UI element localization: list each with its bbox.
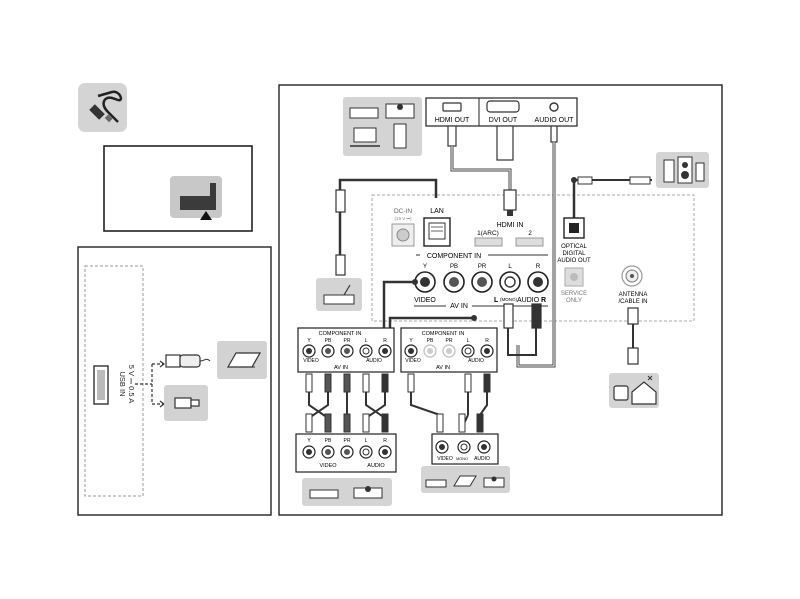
hdmi-in-port2-label: 2 bbox=[528, 230, 532, 237]
right-jack-label-pr: PR bbox=[446, 338, 453, 344]
right-jack-label-pb: PB bbox=[427, 338, 434, 344]
jack-label-r: R bbox=[536, 264, 541, 270]
hdmi-cable bbox=[447, 125, 517, 216]
left-jack-label-y: Y bbox=[307, 338, 311, 344]
left-dev-jack-label-pb: PB bbox=[325, 438, 332, 444]
left-adapter: COMPONENT IN Y PB PR L R VIDEO AUDIO AV … bbox=[295, 327, 397, 473]
optical-label-3: AUDIO OUT bbox=[557, 258, 591, 264]
antenna-label-1: ANTENNA bbox=[619, 292, 648, 298]
router-icon bbox=[316, 278, 362, 311]
hdmi-in-label: HDMI IN bbox=[497, 222, 524, 229]
right-jack-label-y: Y bbox=[409, 338, 413, 344]
right-dev-mono-label: MONO bbox=[456, 457, 468, 461]
lan-label: LAN bbox=[430, 208, 444, 215]
right-dev-audio-label: AUDIO bbox=[474, 456, 490, 462]
left-jack-label-pr: PR bbox=[344, 338, 351, 344]
usb-in-label: USB IN bbox=[118, 371, 127, 396]
audio-in-plugs bbox=[503, 303, 542, 356]
hdmi-out-label: HDMI OUT bbox=[435, 117, 470, 124]
dvd-player-icon bbox=[302, 478, 392, 506]
dvi-out-label: DVI OUT bbox=[489, 117, 518, 124]
hdmi-in-port1-label: 1(ARC) bbox=[477, 230, 499, 237]
optical-label-1: OPTICAL bbox=[561, 244, 587, 250]
optical-label-2: DIGITAL bbox=[563, 251, 587, 257]
left-dev-video-label: VIDEO bbox=[319, 463, 337, 469]
audio-jack-l bbox=[499, 271, 521, 293]
audio-jack-r bbox=[527, 271, 549, 293]
dc-in-label: DC-IN bbox=[394, 208, 412, 215]
component-cables bbox=[382, 279, 477, 330]
audio-out-label: AUDIO OUT bbox=[535, 117, 575, 124]
component-jack-pb bbox=[443, 271, 465, 293]
pc-icon bbox=[343, 97, 422, 156]
left-component-label: COMPONENT IN bbox=[319, 331, 362, 337]
audio-l-label: L bbox=[494, 297, 499, 304]
usb-flash-drive-icon bbox=[164, 385, 208, 421]
left-dev-jack-label-l: L bbox=[365, 438, 368, 444]
component-in-label: COMPONENT IN bbox=[427, 253, 481, 260]
audio-mono-label: (MONO) bbox=[500, 297, 517, 302]
antenna-label-2: /CABLE IN bbox=[618, 299, 647, 305]
antenna-cable bbox=[627, 307, 639, 365]
optical-cable bbox=[571, 176, 652, 218]
left-video-label: VIDEO bbox=[303, 358, 319, 364]
camcorder-icon bbox=[421, 466, 510, 493]
usb-port-icon bbox=[93, 365, 109, 405]
right-adapter: COMPONENT IN Y PB PR L R VIDEO AUDIO AV … bbox=[400, 327, 499, 465]
left-dev-jack-label-y: Y bbox=[307, 438, 311, 444]
left-jack-label-l: L bbox=[365, 338, 368, 344]
right-dev-video-label: VIDEO bbox=[437, 456, 453, 462]
audio-r-label: R bbox=[541, 297, 546, 304]
right-component-label: COMPONENT IN bbox=[422, 331, 465, 337]
jack-label-l: L bbox=[508, 264, 512, 270]
speaker-icon bbox=[656, 152, 709, 188]
usb-panel: USB IN 5 V ⎓ 0.5 A bbox=[77, 246, 272, 516]
av-in-label: AV IN bbox=[450, 303, 468, 310]
dc-in-sub-label: (19 V ⎓) bbox=[394, 216, 412, 221]
service-label-2: ONLY bbox=[566, 298, 582, 304]
tv-position-box bbox=[103, 145, 253, 232]
hard-drive-icon bbox=[217, 341, 267, 379]
right-video-label: VIDEO bbox=[405, 358, 421, 364]
right-jack-label-l: L bbox=[467, 338, 470, 344]
lan-cable bbox=[335, 178, 438, 276]
left-jack-label-pb: PB bbox=[325, 338, 332, 344]
jack-label-pb: PB bbox=[450, 264, 458, 270]
left-dev-jack-label-r: R bbox=[383, 438, 387, 444]
component-jack-y bbox=[414, 271, 436, 293]
house-antenna-icon bbox=[609, 373, 659, 408]
left-av-in-label: AV IN bbox=[334, 365, 348, 371]
source-device-outputs: HDMI OUT DVI OUT AUDIO OUT bbox=[425, 97, 578, 127]
left-dev-audio-label: AUDIO bbox=[367, 463, 385, 469]
audio-label: AUDIO bbox=[517, 297, 540, 304]
right-av-in-label: AV IN bbox=[436, 365, 450, 371]
service-label-1: SERVICE bbox=[561, 291, 587, 297]
video-label: VIDEO bbox=[414, 297, 436, 304]
right-audio-label: AUDIO bbox=[468, 358, 484, 364]
left-jack-label-r: R bbox=[383, 338, 387, 344]
jack-label-y: Y bbox=[423, 264, 427, 270]
jack-label-pr: PR bbox=[478, 264, 487, 270]
left-dev-jack-label-pr: PR bbox=[344, 438, 351, 444]
cable-icon bbox=[78, 83, 127, 132]
tv-back-panel bbox=[371, 194, 695, 322]
usb-power-label: 5 V ⎓ 0.5 A bbox=[127, 365, 136, 404]
component-jack-pr bbox=[471, 271, 493, 293]
usb-device-icon bbox=[165, 354, 211, 368]
left-audio-label: AUDIO bbox=[366, 358, 382, 364]
right-jack-label-r: R bbox=[485, 338, 489, 344]
